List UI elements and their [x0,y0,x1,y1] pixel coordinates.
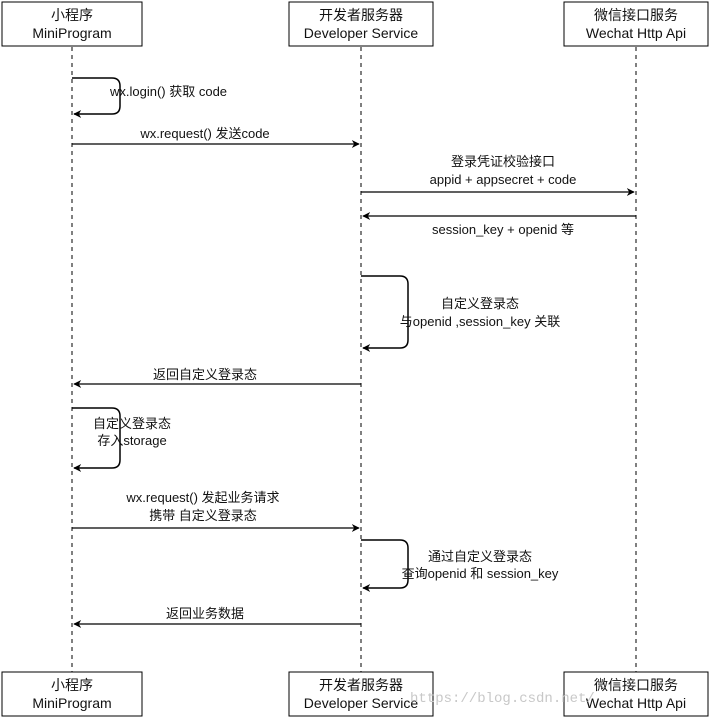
label-custom-state-1: 自定义登录态 [441,296,519,311]
participant-dev-bottom-line1: 开发者服务器 [319,677,403,693]
participant-wx-bottom: 微信接口服务 Wechat Http Api [563,671,709,717]
participant-dev-top-line1: 开发者服务器 [319,7,403,23]
label-business-request-2: 携带 自定义登录态 [149,508,257,523]
label-login: wx.login() 获取 code [109,84,227,99]
participant-mini-top: 小程序 MiniProgram [1,1,143,47]
participant-wx-bottom-line2: Wechat Http Api [586,695,686,711]
participant-wx-top-line2: Wechat Http Api [586,25,686,41]
participant-mini-bottom-line2: MiniProgram [32,695,111,711]
label-return-state: 返回自定义登录态 [153,367,257,382]
participant-dev-top-line2: Developer Service [304,25,419,41]
participant-dev-bottom-line2: Developer Service [304,695,419,711]
self-arrow-custom-state [361,275,409,352]
self-arrow-query [361,539,409,592]
label-storage-2: 存入storage [97,433,166,448]
participant-dev-top: 开发者服务器 Developer Service [288,1,434,47]
participant-wx-bottom-line1: 微信接口服务 [594,677,678,693]
label-send-code: wx.request() 发送code [139,126,269,141]
label-custom-state-2: 与openid ,session_key 关联 [400,314,560,329]
label-business-data: 返回业务数据 [166,606,244,621]
label-business-request-1: wx.request() 发起业务请求 [125,490,279,505]
self-arrow-login [72,77,121,118]
self-arrow-storage [72,407,121,472]
participant-dev-bottom: 开发者服务器 Developer Service [288,671,434,717]
label-verify-1: 登录凭证校验接口 [451,154,555,169]
label-session-return: session_key + openid 等 [432,222,574,237]
participant-wx-top: 微信接口服务 Wechat Http Api [563,1,709,47]
participant-mini-top-line1: 小程序 [51,7,93,23]
participant-wx-top-line1: 微信接口服务 [594,7,678,23]
participant-mini-bottom: 小程序 MiniProgram [1,671,143,717]
label-storage-1: 自定义登录态 [93,416,171,431]
label-verify-2: appid + appsecret + code [430,172,577,187]
watermark-text: https://blog.csdn.net/ [410,691,595,707]
label-query-1: 通过自定义登录态 [428,549,532,564]
participant-mini-bottom-line1: 小程序 [51,677,93,693]
participant-mini-top-line2: MiniProgram [32,25,111,41]
label-query-2: 查询openid 和 session_key [402,566,559,581]
